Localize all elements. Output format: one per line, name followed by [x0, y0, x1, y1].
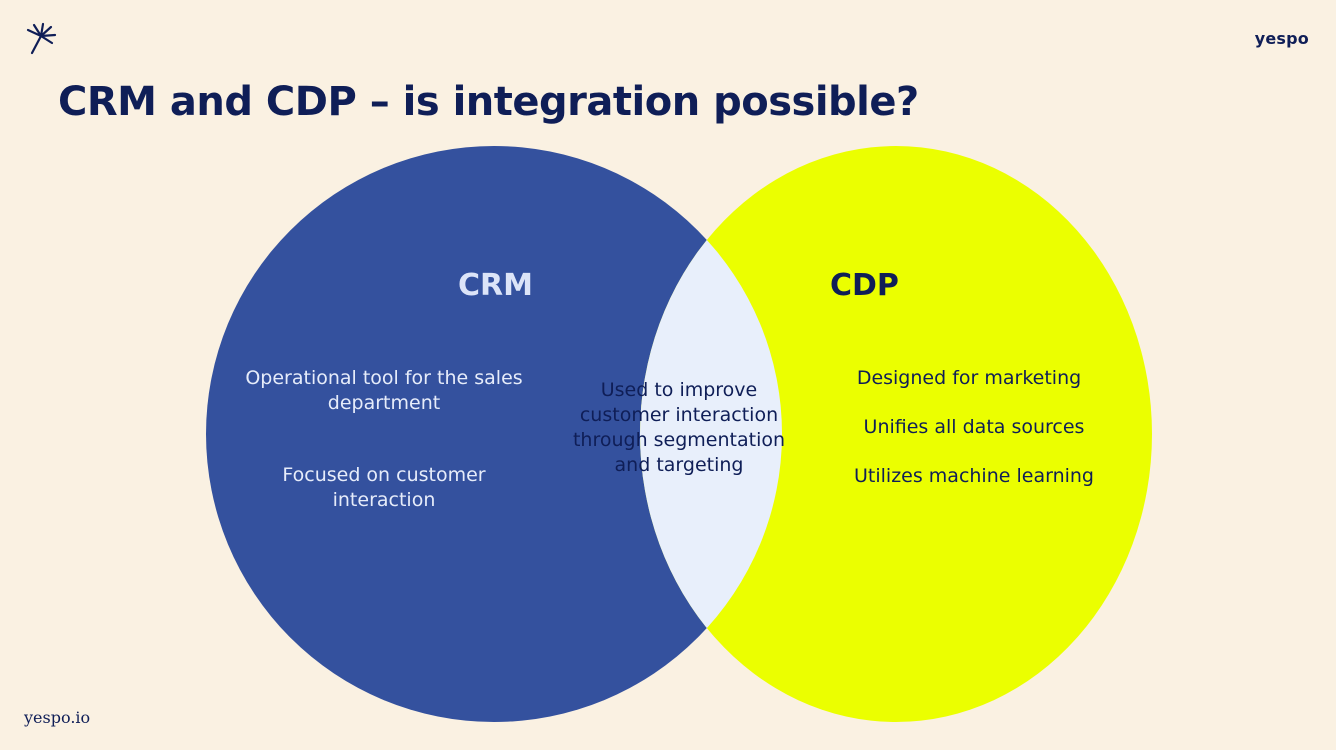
slide-title: CRM and CDP – is integration possible?	[58, 79, 919, 125]
yespo-logo-icon	[26, 22, 57, 55]
cdp-circle	[640, 146, 1152, 722]
crm-title: CRM	[458, 268, 533, 303]
brand-logo-text: yespo	[1254, 29, 1309, 48]
overlap-text: Used to improve customer interaction thr…	[572, 379, 786, 476]
cdp-item-data-sources: Unifies all data sources	[863, 416, 1085, 438]
crm-circle	[206, 146, 782, 722]
cdp-item-machine-learning: Utilizes machine learning	[854, 465, 1094, 487]
crm-item-customer-interaction: Focused on customer interaction	[282, 464, 486, 511]
footer-site-url: yespo.io	[24, 708, 91, 727]
cdp-item-marketing: Designed for marketing	[856, 367, 1082, 389]
cdp-title: CDP	[830, 268, 899, 303]
crm-item-operational-tool: Operational tool for the sales departmen…	[245, 367, 523, 414]
